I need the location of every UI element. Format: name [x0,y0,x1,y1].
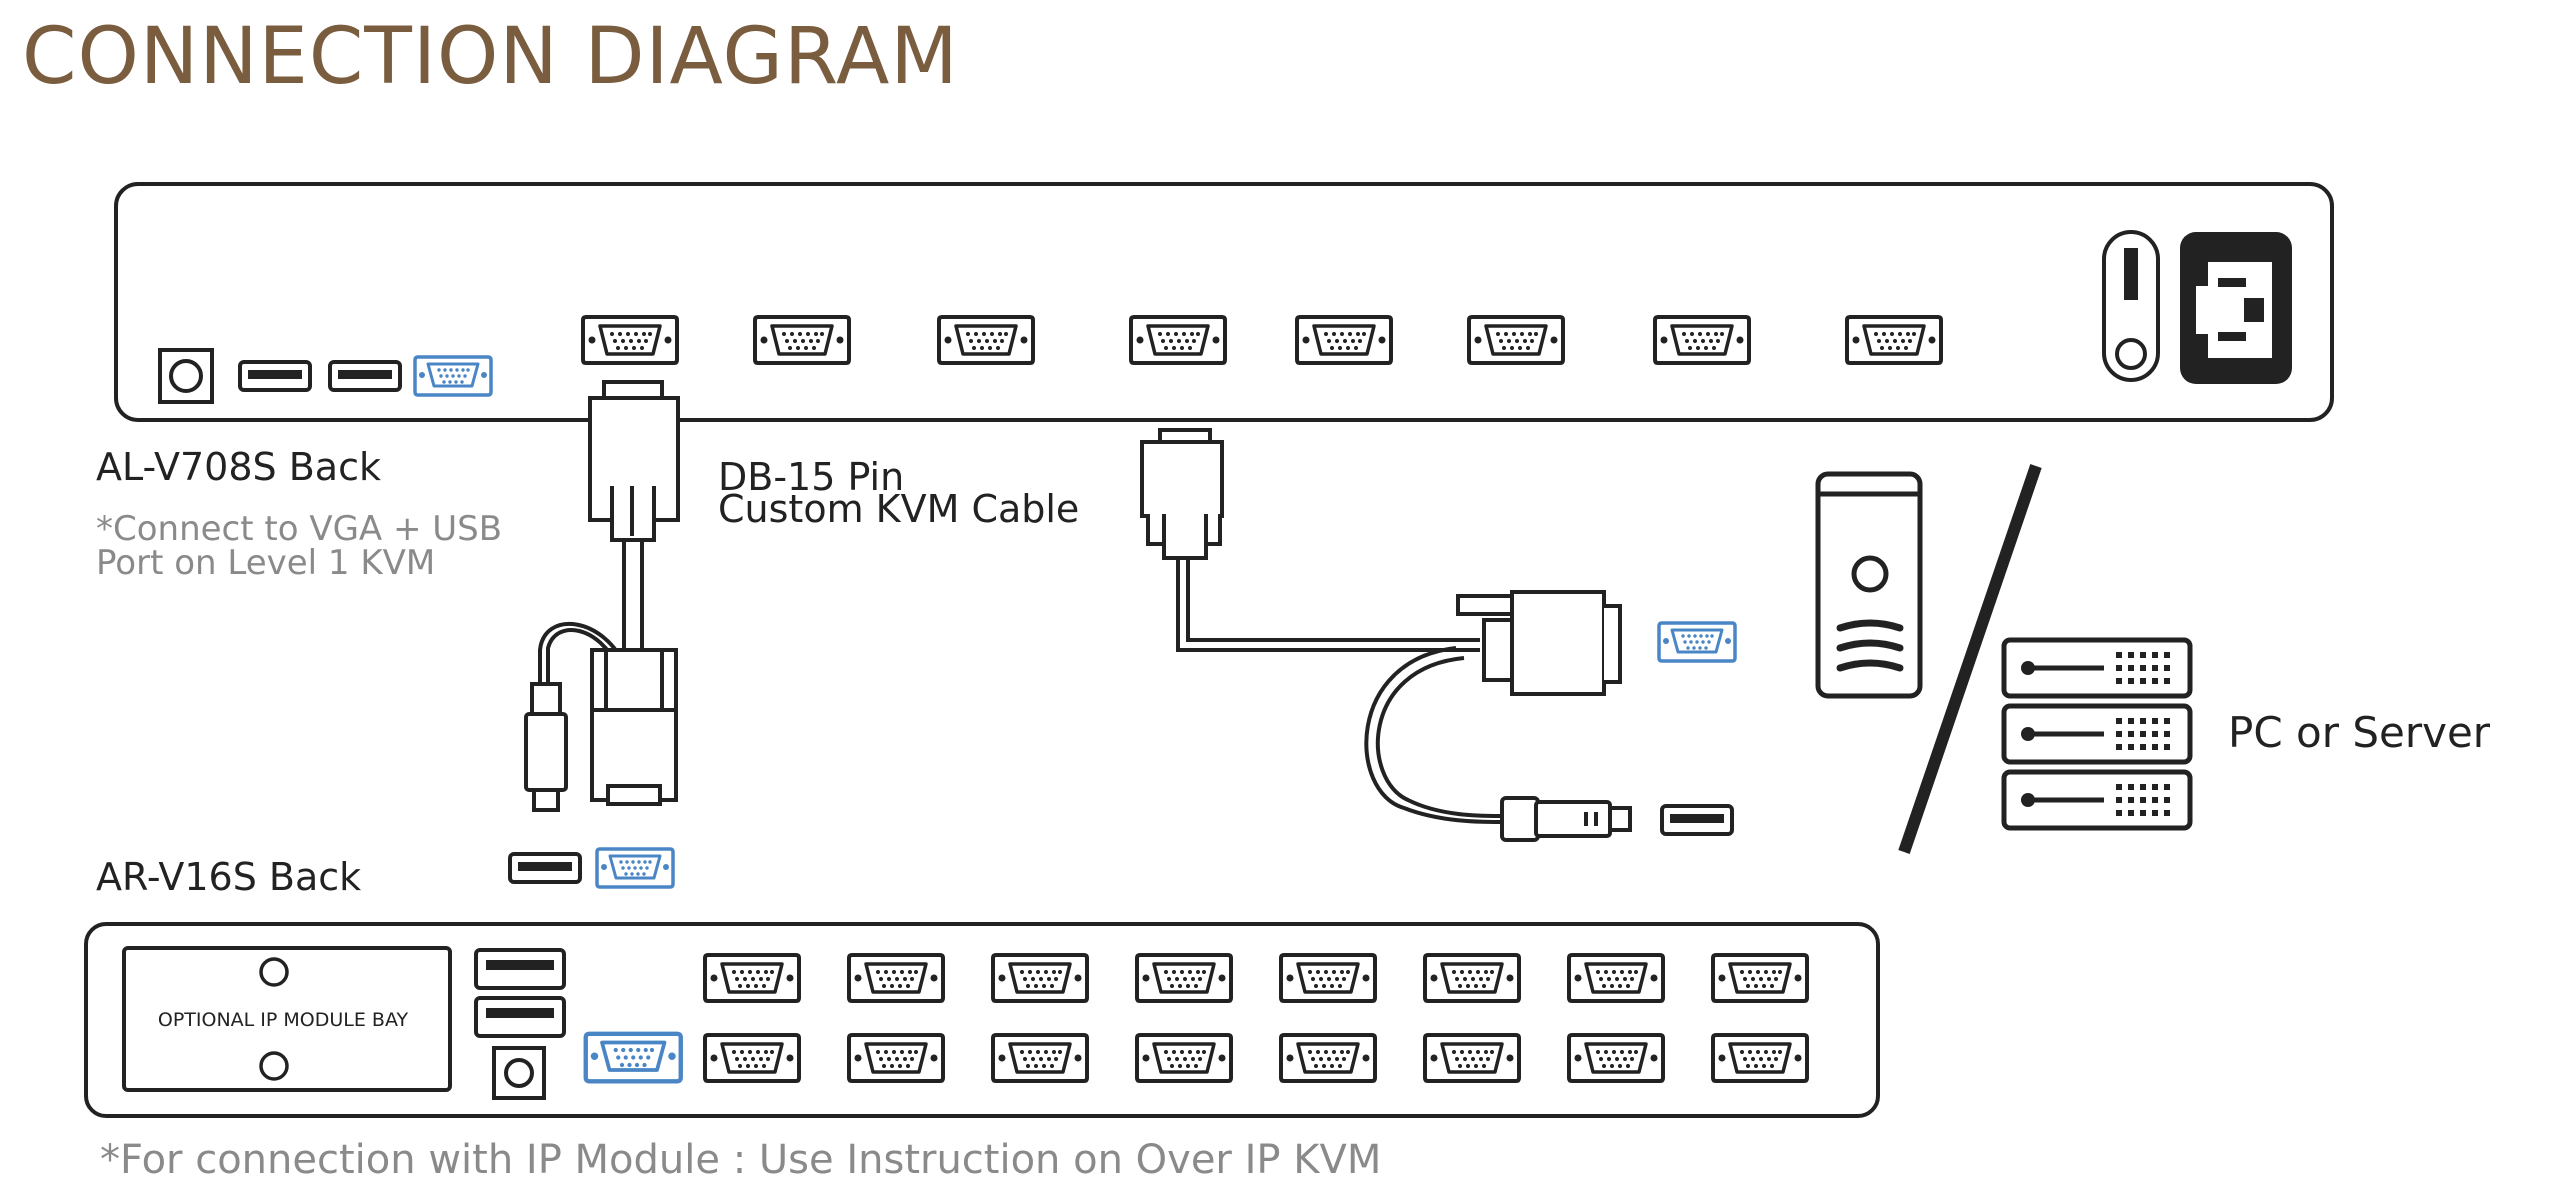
vga-port-icon [703,1033,801,1083]
ip-module-bay-label: OPTIONAL IP MODULE BAY [158,1009,409,1031]
vga-port-icon [1567,1033,1665,1083]
vga-port-icon [703,953,801,1003]
vga-port-icon [1845,315,1943,365]
vga-port-icon [1129,315,1227,365]
right-kvm-cable [1140,428,1632,842]
divider-slash [1898,464,2042,854]
cable-label-line2: Custom KVM Cable [718,487,1080,531]
vga-port-icon [937,315,1035,365]
bottom-unit-label: AR-V16S Back [96,855,362,899]
vga-port-icon [1423,953,1521,1003]
vga-port-icon [1279,1033,1377,1083]
vga-port-icon [1711,953,1809,1003]
usb-port-icon [1660,804,1734,836]
vga-port-icon [595,847,675,889]
vga-port-icon [413,355,493,397]
vga-port-icon [581,315,679,365]
bottom-kvm-unit: OPTIONAL IP MODULE BAY [84,922,1880,1118]
vga-port-icon [847,953,945,1003]
top-unit-note-line2: Port on Level 1 KVM [96,543,436,583]
vga-port-icon [847,1033,945,1083]
top-kvm-unit [114,182,2334,422]
power-jack-icon [158,348,214,404]
vga-port-icon [991,953,1089,1003]
vga-port-icon [753,315,851,365]
power-jack-icon [492,1046,546,1100]
rack-server-icon [2004,640,2190,828]
usb-port-icon [474,948,566,990]
usb-port-icon [238,360,312,392]
pc-tower-icon [1815,471,1923,699]
power-switch-icon [2102,230,2160,382]
vga-port-icon [586,1034,681,1082]
usb-port-icon [474,996,566,1038]
vga-port-icon [1135,953,1233,1003]
vga-port-icon [1467,315,1565,365]
cable-label-line1: DB-15 Pin [718,455,905,499]
iec-power-inlet-icon [2180,232,2292,384]
vga-port-icon [1295,315,1393,365]
vga-port-icon [1279,953,1377,1003]
top-unit-note-line1: *Connect to VGA + USB [96,509,503,549]
pc-or-server-label: PC or Server [2228,708,2491,757]
vga-port-icon [1711,1033,1809,1083]
vga-port-icon [991,1033,1089,1083]
vga-port-icon [1657,621,1737,663]
usb-port-icon [508,852,582,884]
left-kvm-cable [524,380,680,812]
usb-port-icon [328,360,402,392]
top-unit-label: AL-V708S Back [96,445,381,489]
vga-port-icon [1653,315,1751,365]
ip-module-bay: OPTIONAL IP MODULE BAY [122,946,452,1092]
vga-port-icon [1567,953,1665,1003]
vga-port-icon [1135,1033,1233,1083]
vga-port-icon [1423,1033,1521,1083]
page-title: CONNECTION DIAGRAM [22,12,959,102]
footer-note: *For connection with IP Module : Use Ins… [100,1137,1382,1183]
